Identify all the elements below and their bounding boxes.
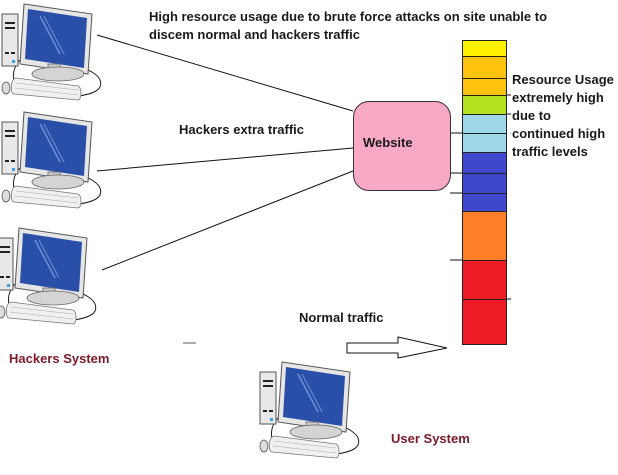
- resource-segment-blue: [463, 174, 506, 194]
- header-note-line-1: High resource usage due to brute force a…: [149, 9, 548, 24]
- connection-line-1: [96, 34, 354, 112]
- hackers-system-label: Hackers System: [9, 351, 110, 366]
- connection-line-3: [101, 170, 354, 271]
- header-note-line-2: discem normal and hackers traffic: [149, 27, 360, 42]
- user-system-label: User System: [391, 431, 470, 446]
- hacker-computer-1-icon: [1, 3, 102, 101]
- hacker-computer-3-icon: [0, 227, 97, 325]
- website-node: Website: [353, 101, 451, 191]
- hackers-extra-traffic-label: Hackers extra traffic: [179, 122, 305, 137]
- resource-segment-orange-yellow: [463, 79, 506, 96]
- resource-segment-green: [463, 96, 506, 115]
- user-computer-icon: [259, 361, 360, 459]
- resource-note-line-2: extremely high: [512, 90, 604, 105]
- resource-note-line-4: continued high: [512, 126, 606, 141]
- hacker-computer-2-icon: [1, 111, 102, 209]
- resource-segment-blue: [463, 153, 506, 174]
- resource-note-line-1: Resource Usage: [512, 72, 614, 87]
- resource-segment-red: [463, 300, 506, 344]
- resource-segment-orange: [463, 212, 506, 261]
- resource-note-line-3: due to: [512, 108, 551, 123]
- connection-line-2: [96, 147, 354, 172]
- website-label: Website: [363, 135, 413, 150]
- resource-segment-light-blue: [463, 115, 506, 134]
- resource-usage-bar: [462, 40, 507, 345]
- resource-segment-blue: [463, 194, 506, 212]
- resource-segment-light-blue: [463, 134, 506, 153]
- resource-note-line-5: traffic levels: [512, 144, 588, 159]
- resource-segment-red: [463, 261, 506, 300]
- normal-traffic-label: Normal traffic: [299, 310, 384, 325]
- resource-segment-yellow: [463, 41, 506, 57]
- normal-traffic-arrow-icon: [346, 336, 448, 359]
- resource-segment-orange-yellow: [463, 57, 506, 79]
